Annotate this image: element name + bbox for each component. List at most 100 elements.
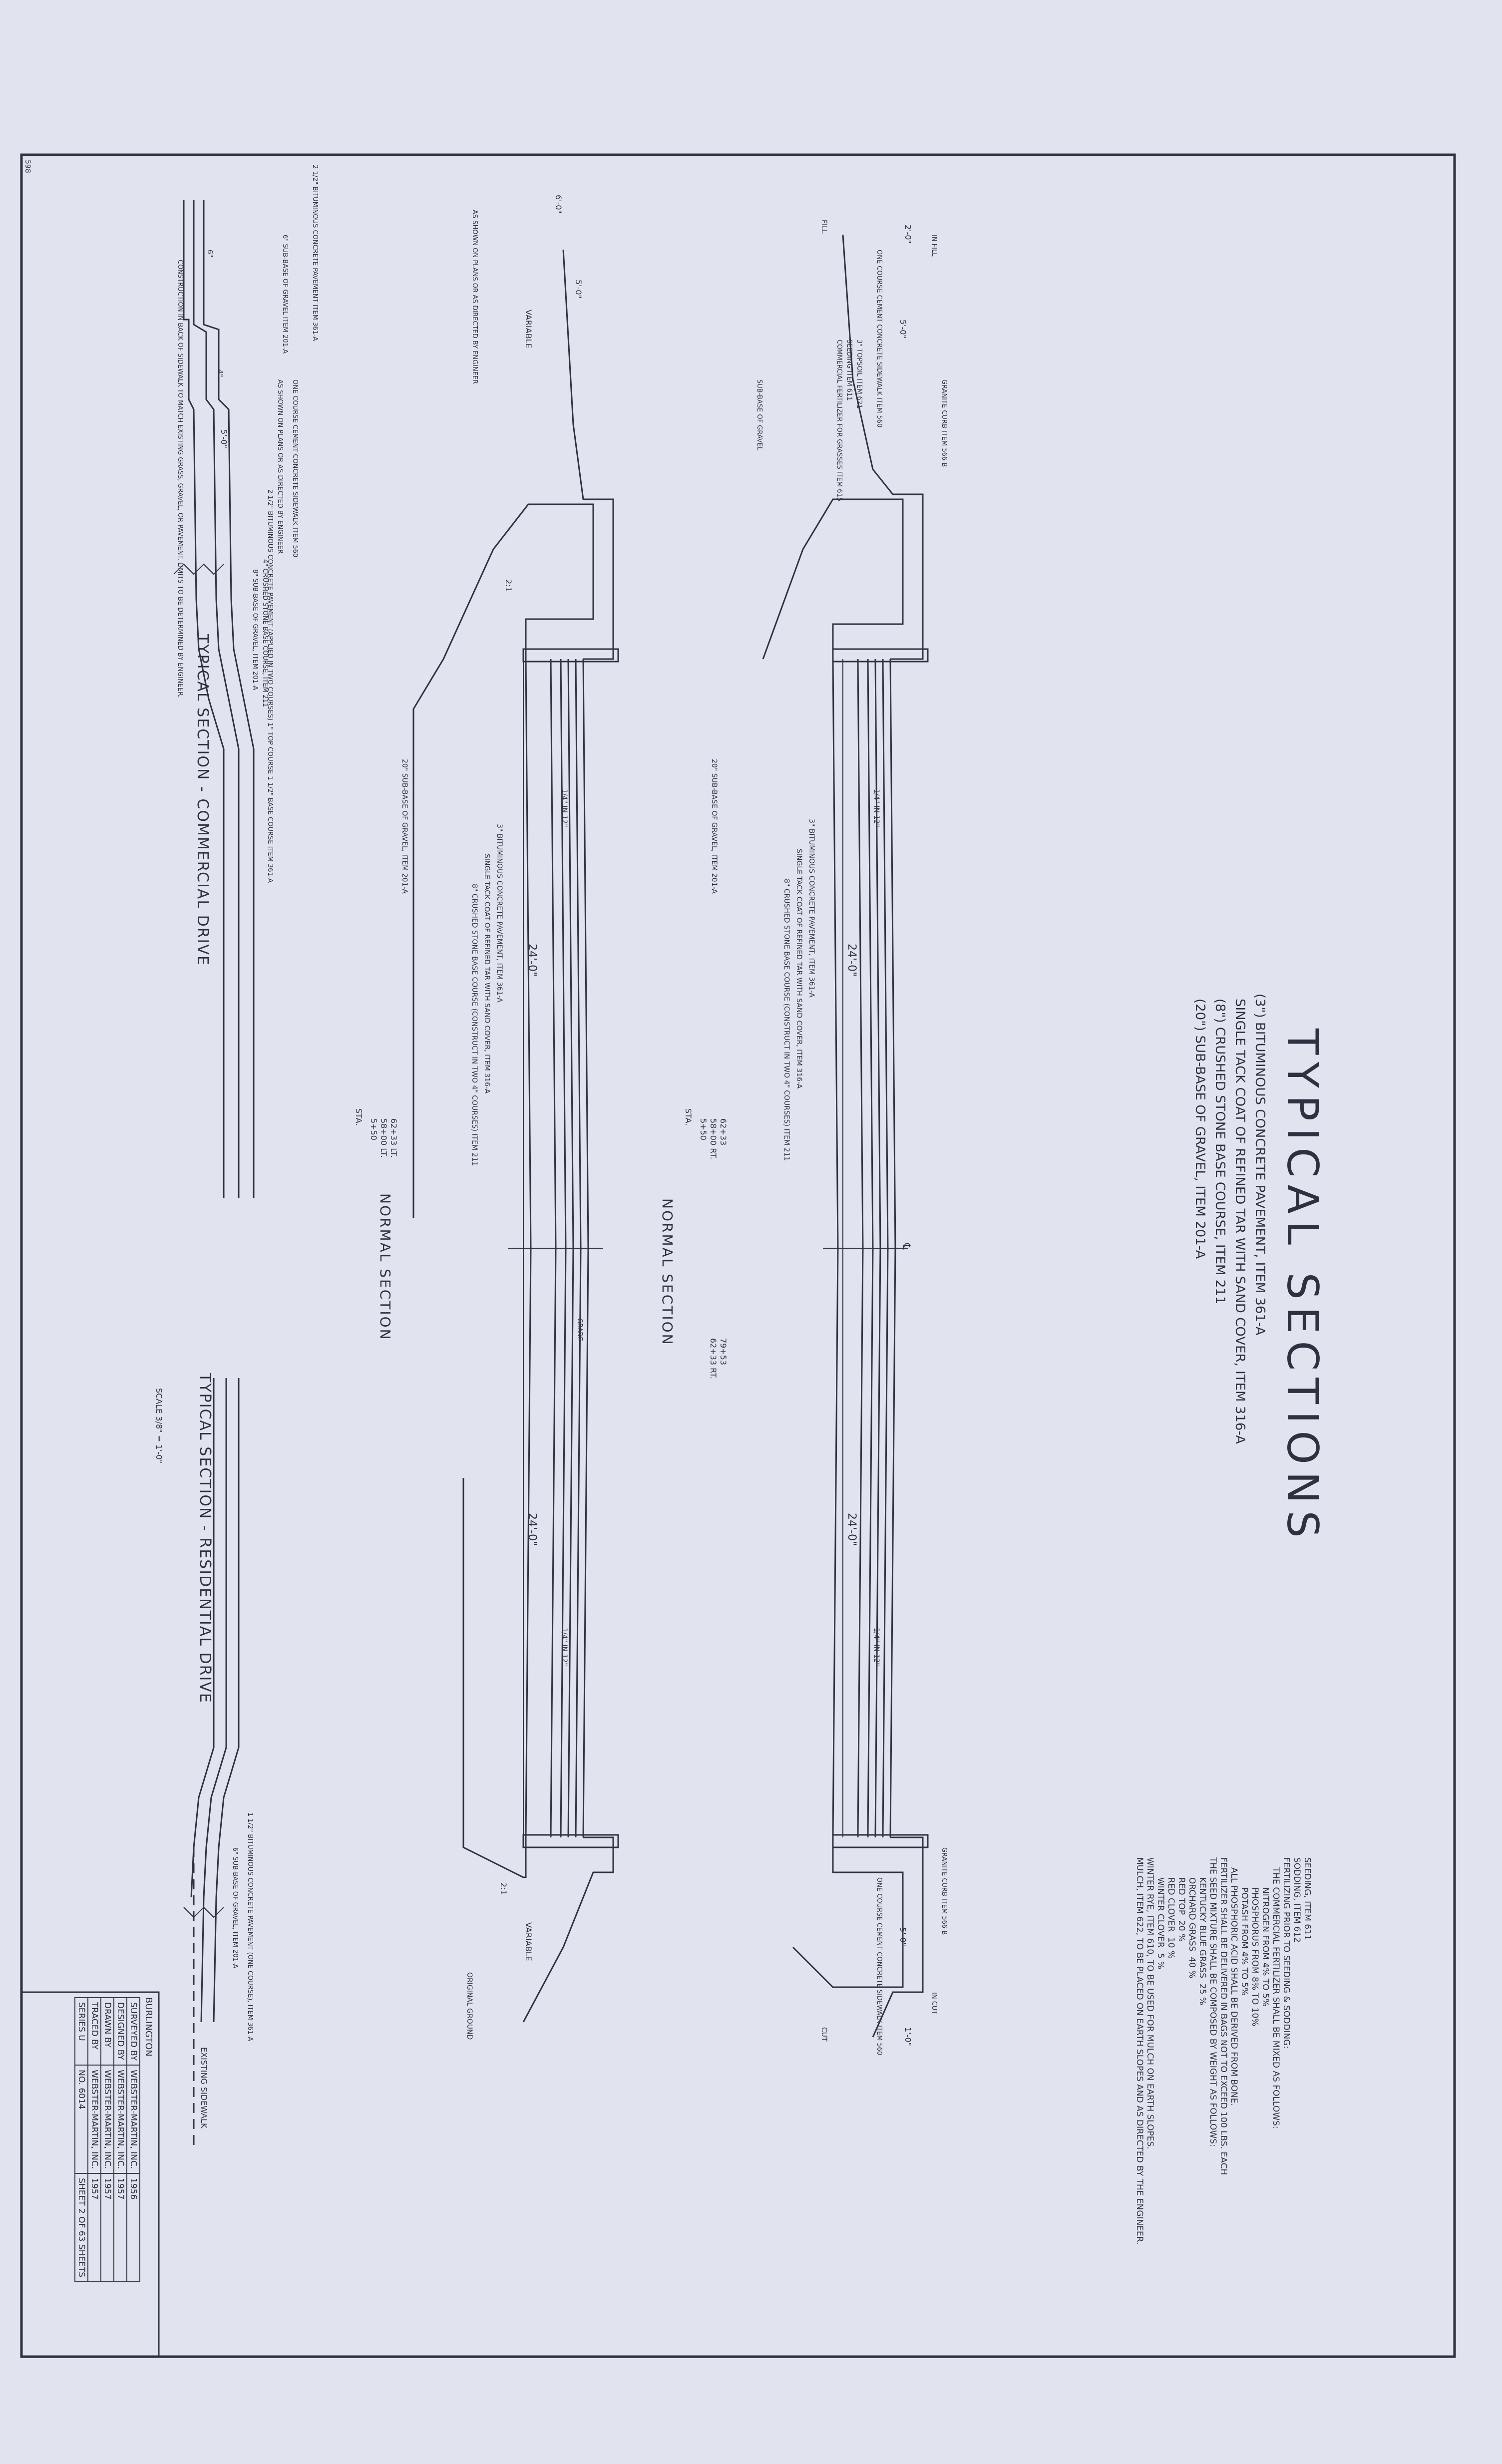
s1-dim-left: 24'-0" xyxy=(845,944,858,977)
s1-in-fill: IN FILL xyxy=(930,235,938,257)
section1-curb-right xyxy=(832,1834,929,1848)
note-line: RED CLOVER 10 % xyxy=(1166,1877,1176,1959)
s2-dim-walk: 5'-0" xyxy=(574,280,583,299)
s1-slope-right: 1/4" IN 12" xyxy=(872,1628,880,1666)
title-block-frame xyxy=(20,1991,160,2358)
s1-sidewalk-left: ONE COURSE CEMENT CONCRETE SIDEWALK ITEM… xyxy=(875,250,883,428)
row-name: WEBSTER-MARTIN, INC. xyxy=(127,2065,140,2174)
s1-sta-3: 62+33 xyxy=(719,1118,728,1146)
s2-slope-21-right: 2:1 xyxy=(499,1882,508,1895)
legend-line-2: SINGLE TACK COAT OF REFINED TAR WITH SAN… xyxy=(1232,999,1247,1444)
s1-seeding: SEEDING ITEM 611 xyxy=(845,340,853,401)
s1-subbase-walk: SUB-BASE OF GRAVEL xyxy=(755,379,763,451)
residential-existing: EXISTING SIDEWALK xyxy=(199,2047,209,2128)
s1-slope-left: 1/4" IN 12" xyxy=(872,789,880,827)
s2-normal-section: NORMAL SECTION xyxy=(377,1193,393,1341)
commercial-shown: AS SHOWN ON PLANS OR AS DIRECTED BY ENGI… xyxy=(276,379,284,554)
s1-normal-section: NORMAL SECTION xyxy=(659,1198,676,1346)
commercial-dim-6: 6" xyxy=(206,250,214,258)
commercial-pave: 2 1/2" BITUMINOUS CONCRETE PAVEMENT ITEM… xyxy=(311,165,319,342)
s2-subbase: 20" SUB-BASE OF GRAVEL, ITEM 201-A xyxy=(400,759,408,894)
s2-sta-1: 5+50 xyxy=(369,1118,378,1140)
note-line: POTASH FROM 4% TO 5% xyxy=(1239,1887,1249,1996)
note-line: THE SEED MIXTURE SHALL BE COMPOSED BY WE… xyxy=(1208,1857,1218,2147)
s1-granite-curb-left: GRANITE CURB ITEM 566-B xyxy=(940,379,948,467)
table-row: DESIGNED BY WEBSTER-MARTIN, INC. 1957 xyxy=(114,1998,127,2282)
note-line: SODDING, ITEM 612 xyxy=(1292,1857,1302,1943)
s1-dim-walk-right: 5'-0" xyxy=(898,1927,908,1946)
s1-layer-3: 8" CRUSHED STONE BASE COURSE (CONSTRUCT … xyxy=(782,879,790,1161)
s2-slope-21-left: 2:1 xyxy=(504,579,513,592)
note-line: ORCHARD GRASS 40 % xyxy=(1187,1877,1197,1979)
s1-sta-label: STA. xyxy=(684,1108,693,1126)
note-line: KENTUCKY BLUE GRASS 25 % xyxy=(1197,1877,1207,2006)
section2-curb-right xyxy=(522,1834,619,1848)
seeding-notes: SEEDING, ITEM 611 SODDING, ITEM 612 FERT… xyxy=(1134,1857,1312,2244)
scale-label: SCALE 3/8" = 1'-0" xyxy=(154,1388,164,1463)
note-line: THE COMMERCIAL FERTILIZER SHALL BE MIXED… xyxy=(1271,1867,1281,2129)
note-line: FERTILIZER SHALL BE DELIVERED IN BAGS NO… xyxy=(1218,1857,1228,2175)
row-year: 1956 xyxy=(127,2173,140,2282)
s2-variable-left: VARIABLE xyxy=(524,310,533,349)
commercial-subbase2: 8" SUB-BASE OF GRAVEL, ITEM 201-A xyxy=(251,569,259,691)
section2-curb-left xyxy=(522,648,619,663)
table-row: SURVEYED BY WEBSTER-MARTIN, INC. 1956 xyxy=(127,1998,140,2282)
note-line: FERTILIZING PRIOR TO SEEDING & SODDING: xyxy=(1281,1857,1291,2049)
s1-sta-5: 79+53 xyxy=(719,1338,728,1366)
s2-dim-walk2: 6'-0" xyxy=(554,195,563,214)
note-line: WINTER RYE, ITEM 610, TO BE USED FOR MUL… xyxy=(1145,1857,1155,2149)
table-row: TRACED BY WEBSTER-MARTIN, INC. 1957 xyxy=(88,1998,101,2282)
commercial-dim-walk: 5'-0" xyxy=(219,429,229,448)
s2-dim-left: 24'-0" xyxy=(526,944,538,977)
note-line: PHOSPHORUS FROM 8% TO 10% xyxy=(1250,1887,1260,2027)
table-row: SERIES U NO. 6014 SHEET 2 OF 63 SHEETS xyxy=(75,1998,88,2282)
note-line: WINTER CLOVER 5 % xyxy=(1155,1877,1165,1970)
row-name: WEBSTER-MARTIN, INC. xyxy=(101,2065,114,2174)
s2-slope-left: 1/4" IN 12" xyxy=(560,789,568,827)
residential-title: TYPICAL SECTION - RESIDENTIAL DRIVE xyxy=(196,1373,214,1704)
s1-topsoil: 3" TOPSOIL ITEM 621 xyxy=(855,340,863,409)
legend-line-1: (3") BITUMINOUS CONCRETE PAVEMENT, ITEM … xyxy=(1252,994,1267,1336)
commercial-note: CONSTRUCTION IN BACK OF SIDEWALK TO MATC… xyxy=(176,260,184,698)
table-row: DRAWN BY WEBSTER-MARTIN, INC. 1957 xyxy=(101,1998,114,2282)
residential-pave: 1 1/2" BITUMINOUS CONCRETE PAVEMENT (ONE… xyxy=(246,1812,254,2042)
commercial-base: 4" CRUSHED STONE BASE COURSE, ITEM 211 xyxy=(261,559,269,707)
s2-slope-right: 1/4" IN 12" xyxy=(560,1628,568,1666)
s2-grade: GRADE xyxy=(576,1318,583,1341)
s1-fertilizer: COMMERCIAL FERTILIZER FOR GRASSES ITEM 6… xyxy=(835,340,843,502)
commercial-dim-4: 4" xyxy=(216,369,224,377)
s1-sidewalk-right: ONE COURSE CEMENT CONCRETE SIDEWALK ITEM… xyxy=(875,1877,883,2056)
s1-layer-2: SINGLE TACK COAT OF REFINED TAR WITH SAN… xyxy=(795,849,803,1089)
row-year: 1957 xyxy=(88,2173,101,2282)
s1-granite-curb-right: GRANITE CURB ITEM 566-B xyxy=(940,1847,948,1935)
note-line: NITROGEN FROM 4% TO 5% xyxy=(1260,1887,1270,2007)
s1-dim-slope: 1'-0" xyxy=(903,2027,913,2046)
note-line: MULCH, ITEM 622, TO BE PLACED ON EARTH S… xyxy=(1134,1857,1144,2245)
row-name: WEBSTER-MARTIN, INC. xyxy=(114,2065,127,2174)
s1-dim-walk-left: 5'-0" xyxy=(898,320,908,339)
s2-sta-2: 58+00 LT. xyxy=(379,1118,388,1158)
s2-layer-3: 8" CRUSHED STONE BASE COURSE (CONSTRUCT … xyxy=(470,884,478,1166)
section1-geometry xyxy=(762,234,929,2038)
s1-cut: CUT xyxy=(820,2027,828,2042)
note-line: SEEDING, ITEM 611 xyxy=(1302,1857,1312,1940)
s1-sta-1: 5+50 xyxy=(699,1118,708,1140)
commercial-geometry xyxy=(173,200,255,1198)
s1-sta-2: 58+00 RT. xyxy=(709,1118,718,1160)
s2-layer-1: 3" BITUMINOUS CONCRETE PAVEMENT, ITEM 36… xyxy=(495,824,503,1003)
corner-stamp: 598 xyxy=(23,160,31,173)
s1-dim-right: 24'-0" xyxy=(845,1513,858,1546)
residential-subbase: 6" SUB-BASE OF GRAVEL, ITEM 201-A xyxy=(231,1847,239,1969)
note-line: ALL PHOSPHORIC ACID SHALL BE DERIVED FRO… xyxy=(1229,1867,1239,2106)
s2-layer-2: SINGLE TACK COAT OF REFINED TAR WITH SAN… xyxy=(483,854,491,1094)
row-year: 1957 xyxy=(101,2173,114,2282)
commercial-subbase: 6" SUB-BASE OF GRAVEL ITEM 201-A xyxy=(281,235,289,354)
s2-dim-right: 24'-0" xyxy=(526,1513,538,1546)
s2-sta-3: 62+33 LT. xyxy=(389,1118,398,1158)
s2-sta-label: STA. xyxy=(354,1108,364,1126)
sheet-number: NO. 6014 xyxy=(75,2065,88,2174)
title-block-town: BURLINGTON xyxy=(143,1997,154,2057)
